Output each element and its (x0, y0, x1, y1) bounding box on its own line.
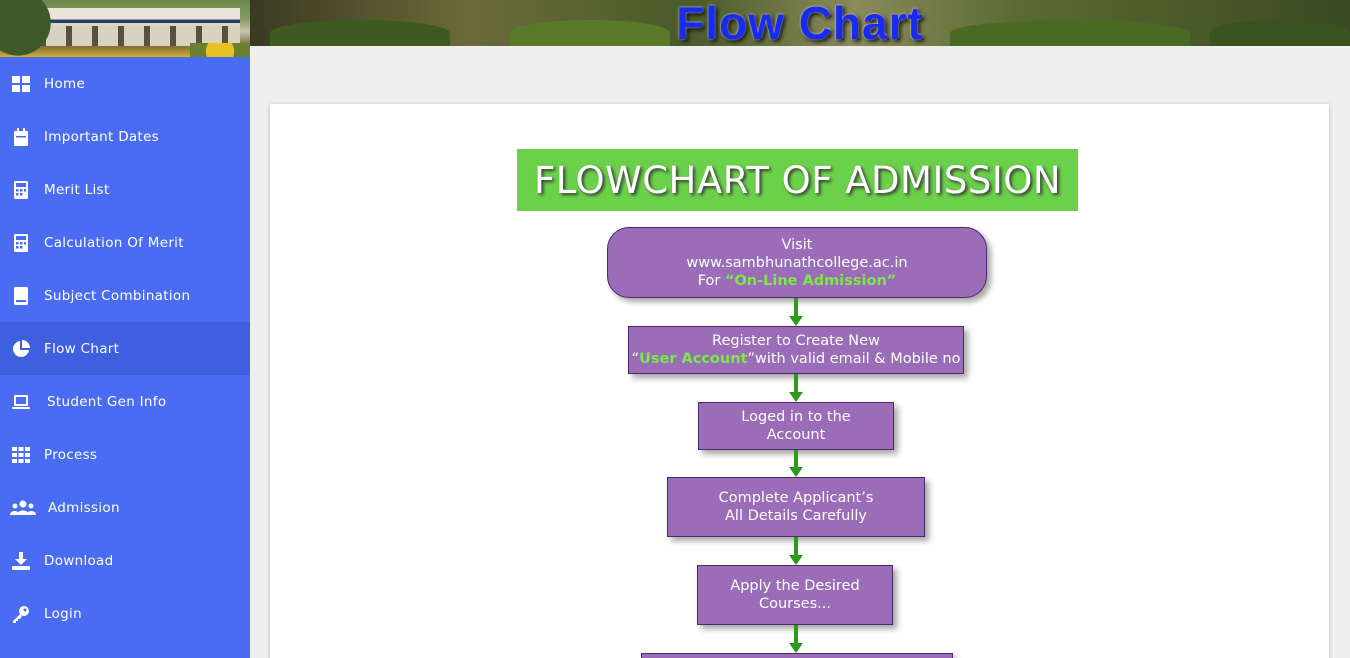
calendar-icon (10, 126, 32, 148)
grid-icon (10, 73, 32, 95)
step-text-prefix: For (697, 272, 725, 289)
flow-step-login: Loged in to the Account (698, 402, 894, 450)
flow-arrow (789, 537, 803, 565)
admission-flowchart: FLOWCHART OF ADMISSION Visit www.sambhun… (270, 104, 1329, 658)
step-text: “User Account”with valid email & Mobile … (629, 350, 963, 368)
college-photo (0, 0, 250, 57)
step-text: Register to Create New (712, 333, 880, 349)
step-highlight: “On-Line Admission” (724, 272, 897, 289)
flow-step-register: Register to Create New “User Account”wit… (628, 326, 964, 374)
step-text: For “On-Line Admission” (608, 272, 986, 290)
step-text-quote: “ (631, 351, 640, 367)
sidebar: Home Important Dates Merit List Calculat… (0, 0, 250, 658)
flowchart-heading: FLOWCHART OF ADMISSION (517, 149, 1078, 211)
flowchart-heading-text: FLOWCHART OF ADMISSION (533, 158, 1062, 202)
grid-9-icon (10, 444, 32, 466)
sidebar-item-label: Important Dates (44, 128, 160, 145)
sidebar-item-merit-list[interactable]: Merit List (0, 163, 250, 216)
calculator-icon (10, 232, 32, 254)
flow-arrow (789, 374, 803, 402)
step-text: Complete Applicant’s (718, 490, 874, 506)
step-text: All Details Carefully (725, 508, 867, 524)
flow-arrow (789, 625, 803, 653)
page-title: Flow Chart (676, 0, 924, 46)
sidebar-item-login[interactable]: Login (0, 587, 250, 640)
sidebar-item-student-gen-info[interactable]: Student Gen Info (0, 375, 250, 428)
step-text: Visit (781, 236, 813, 253)
users-icon (10, 497, 36, 519)
sidebar-item-calculation-of-merit[interactable]: Calculation Of Merit (0, 216, 250, 269)
sidebar-item-label: Flow Chart (44, 340, 120, 357)
flow-step-next (641, 653, 953, 658)
step-highlight: User Account (639, 351, 748, 367)
flow-arrow (789, 450, 803, 477)
flow-arrow (789, 298, 803, 326)
sidebar-item-download[interactable]: Download (0, 534, 250, 587)
step-text: www.sambhunathcollege.ac.in (686, 254, 908, 271)
step-text: Account (766, 427, 826, 443)
sidebar-item-label: Home (44, 75, 86, 92)
sidebar-item-label: Calculation Of Merit (44, 234, 184, 251)
sidebar-item-label: Merit List (44, 181, 110, 198)
flow-step-apply-courses: Apply the Desired Courses... (697, 565, 893, 625)
sidebar-item-process[interactable]: Process (0, 428, 250, 481)
sidebar-item-label: Admission (48, 499, 120, 516)
flow-step-visit-website: Visit www.sambhunathcollege.ac.in For “O… (607, 227, 987, 298)
download-icon (10, 550, 32, 572)
sidebar-item-label: Login (44, 605, 82, 622)
pie-chart-icon (10, 338, 32, 360)
step-text: Loged in to the (741, 409, 851, 425)
sidebar-nav: Home Important Dates Merit List Calculat… (0, 57, 250, 640)
step-text: Courses... (758, 596, 831, 612)
flow-step-complete-details: Complete Applicant’s All Details Careful… (667, 477, 925, 537)
key-icon (10, 603, 32, 625)
header-banner: Flow Chart (250, 0, 1350, 46)
calculator-icon (10, 179, 32, 201)
content-card: FLOWCHART OF ADMISSION Visit www.sambhun… (270, 104, 1329, 658)
sidebar-item-label: Download (44, 552, 114, 569)
sidebar-item-admission[interactable]: Admission (0, 481, 250, 534)
sidebar-item-label: Subject Combination (44, 287, 191, 304)
sidebar-item-important-dates[interactable]: Important Dates (0, 110, 250, 163)
sidebar-item-subject-combination[interactable]: Subject Combination (0, 269, 250, 322)
sidebar-item-label: Process (44, 446, 98, 463)
laptop-icon (10, 391, 32, 413)
step-text-rest: ”with valid email & Mobile no (747, 351, 961, 367)
sidebar-item-label: Student Gen Info (47, 393, 167, 410)
sidebar-item-home[interactable]: Home (0, 57, 250, 110)
book-icon (10, 285, 32, 307)
step-text: Apply the Desired (730, 578, 860, 594)
sidebar-item-flow-chart[interactable]: Flow Chart (0, 322, 250, 375)
